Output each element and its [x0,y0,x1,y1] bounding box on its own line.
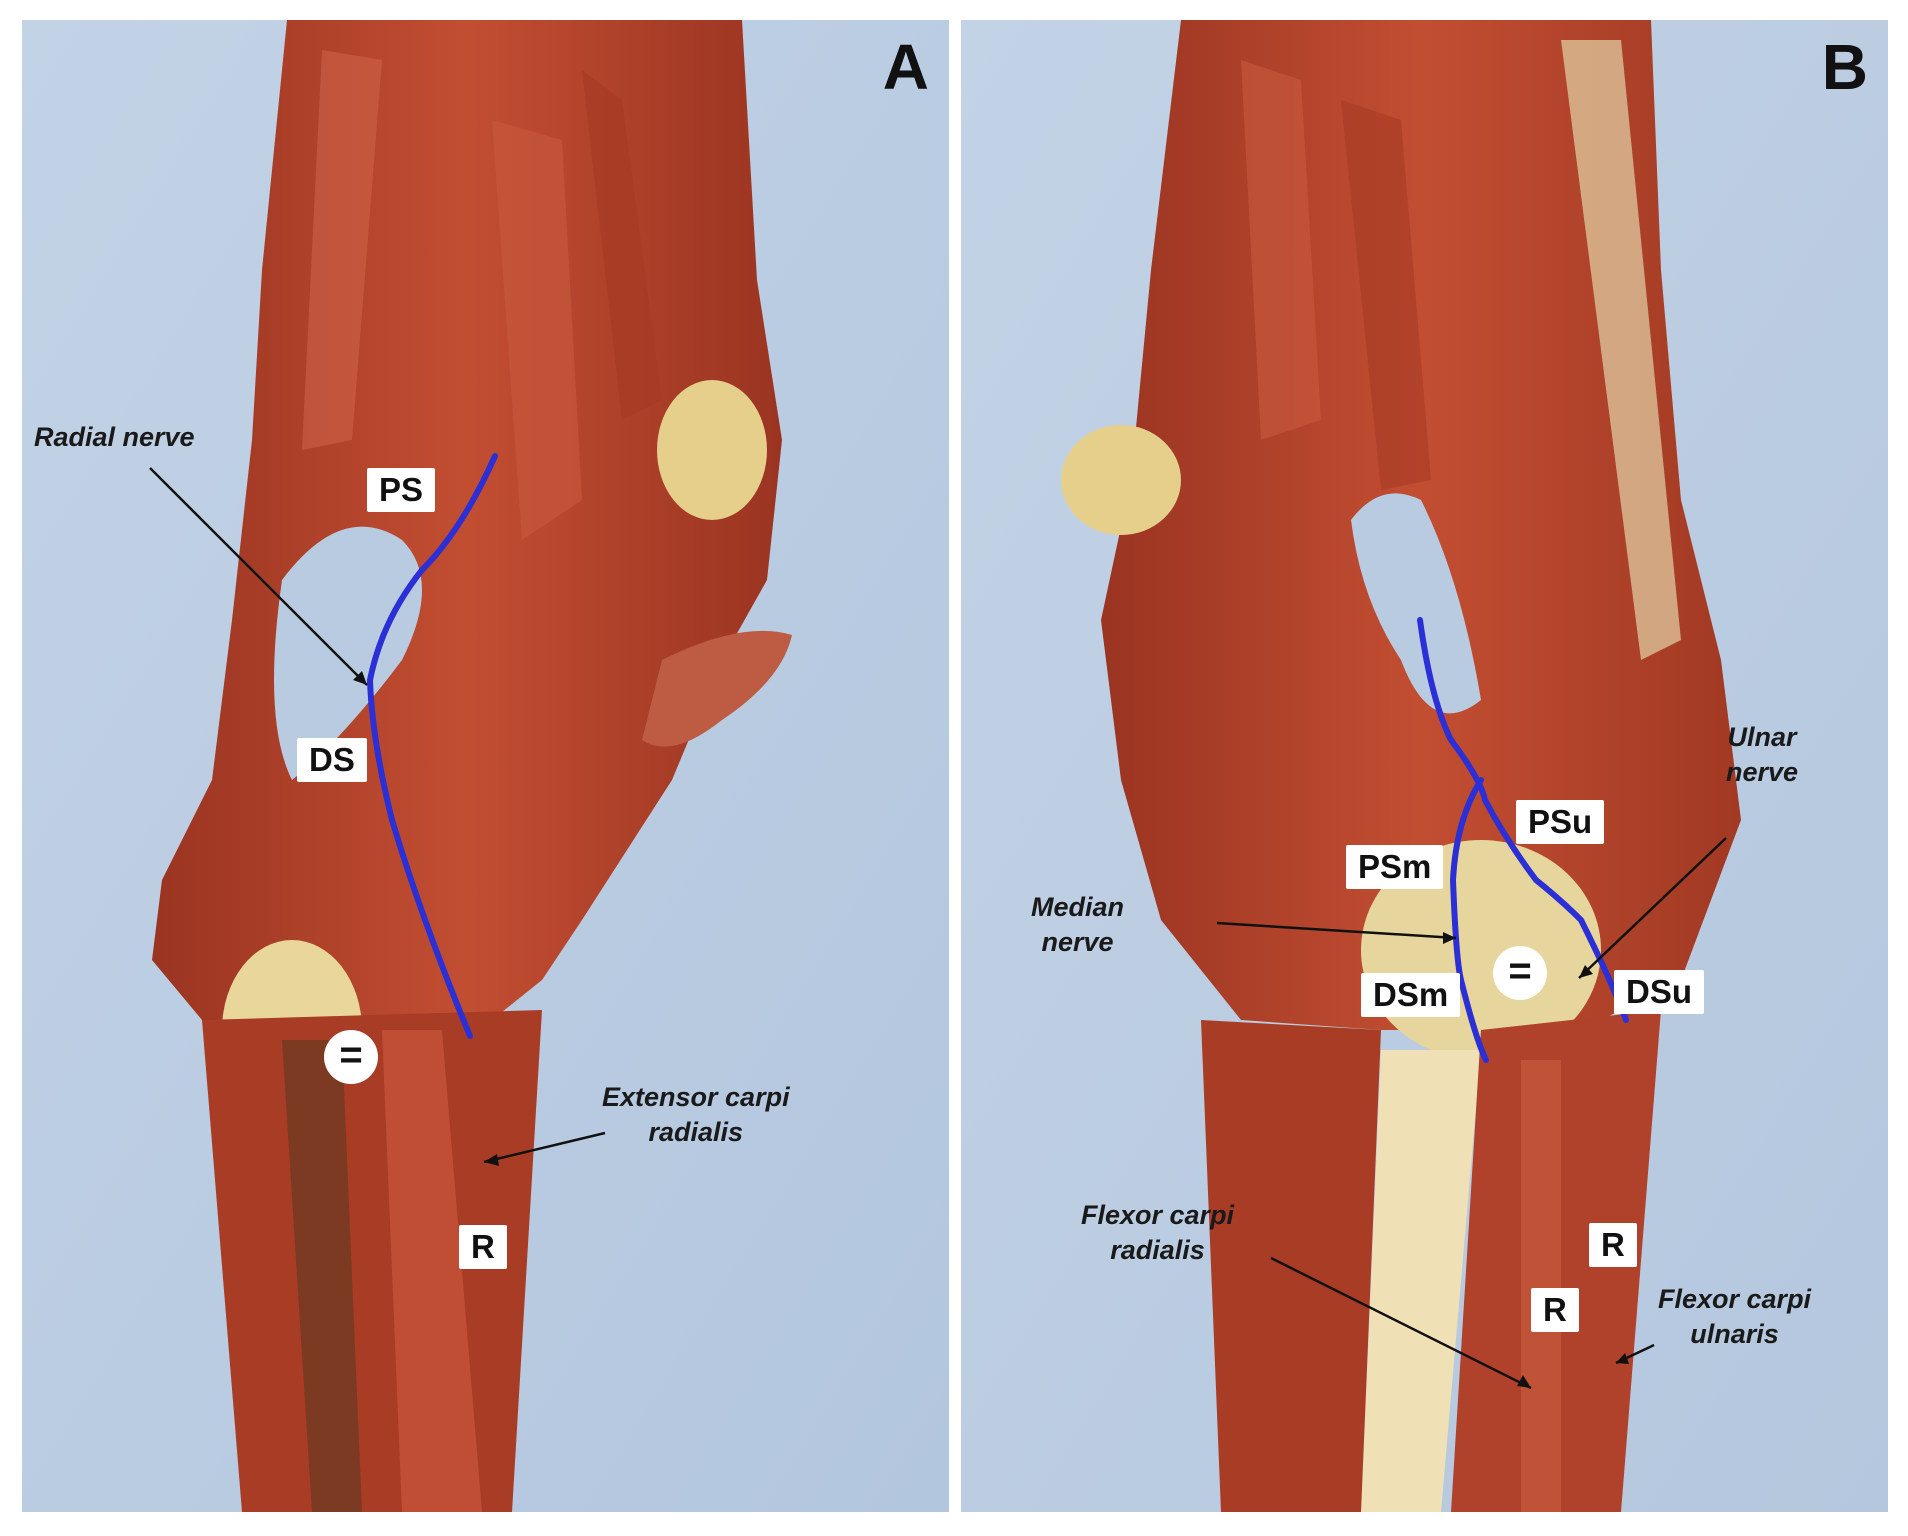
bone-condyle [657,380,767,520]
callout-radial-nerve: Radial nerve [34,422,195,452]
pointer-arrowhead [1616,1353,1629,1364]
callout-line: nerve [1726,757,1799,788]
callout-line: Flexor carpi [1658,1284,1812,1314]
panel-b-photo [961,20,1888,1512]
label-equal-symbol: = [324,1030,378,1084]
panel-b: B Ulnar nerve PSu PSm Median nerve = DSm… [961,20,1888,1512]
panel-letter-b: B [1821,31,1868,103]
forearm-groove [282,1040,362,1512]
callout-flexor-carpi-radialis: Flexor carpi radialis [1081,1198,1234,1268]
callout-line: Ulnar [1727,722,1797,752]
pointer-line-radial-nerve [149,467,368,686]
pointer-arrowhead [1579,965,1593,978]
label-r-lower: R [1531,1288,1579,1333]
callout-line: ulnaris [1690,1319,1779,1350]
forearm-strand [382,1030,482,1512]
label-r: R [459,1225,507,1270]
median-nerve-trace [1449,777,1489,1063]
pointer-line-fcr [1270,1256,1532,1390]
tendon-flap [642,630,792,747]
panel-a-photo [22,20,949,1512]
label-psm: PSm [1346,845,1444,890]
background-gap [274,526,422,780]
muscle-strand [582,70,662,420]
pointer-arrowhead [1517,1375,1531,1388]
pointer-arrowhead [1443,932,1456,944]
label-ps: PS [367,468,436,513]
callout-ulnar-nerve: Ulnar nerve [1726,720,1798,790]
pointer-line-extensor [483,1131,606,1164]
callout-median-nerve: Median nerve [1031,890,1124,960]
pointer-line-median [1216,921,1457,940]
pointer-arrowhead [484,1154,499,1166]
callout-line: Extensor carpi [602,1082,790,1112]
callout-line: Median [1031,892,1125,922]
label-r-upper: R [1589,1223,1637,1268]
pointer-line-ulnar [1578,837,1727,979]
panel-a: A Radial nerve PS DS = Extensor carpi ra… [22,20,949,1512]
ulnar-nerve-trace [1417,617,1629,1023]
muscle-highlight [302,50,382,450]
fascia-strip [1561,40,1681,660]
background-gap [1351,493,1481,714]
forearm-strand [1521,1060,1561,1512]
callout-extensor-carpi-radialis: Extensor carpi radialis [602,1080,790,1150]
muscle-highlight [492,120,582,540]
bone-shaft [1361,1050,1481,1512]
callout-line: Flexor carpi [1081,1200,1235,1230]
panel-letter-a: A [882,31,929,103]
label-ds: DS [297,738,367,783]
bone-epicondyle [1061,425,1181,535]
label-equal-symbol: = [1493,946,1547,1000]
pointer-arrowhead [353,671,367,685]
callout-line: radialis [648,1117,744,1148]
radial-nerve-trace [366,453,498,1039]
callout-line: nerve [1041,927,1114,958]
label-dsu: DSu [1614,970,1704,1015]
label-dsm: DSm [1361,973,1461,1018]
callout-line: radialis [1110,1235,1205,1266]
muscle-highlight [1241,60,1321,440]
callout-flexor-carpi-ulnaris: Flexor carpi ulnaris [1658,1282,1811,1352]
forearm-muscle [1201,1020,1381,1512]
muscle-strand [1341,100,1431,490]
label-psu: PSu [1516,800,1605,845]
